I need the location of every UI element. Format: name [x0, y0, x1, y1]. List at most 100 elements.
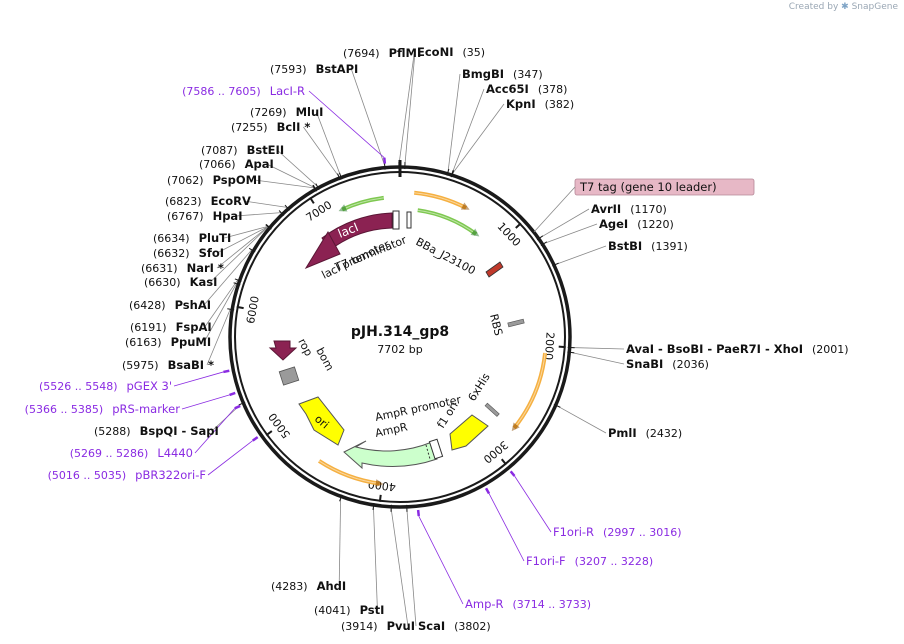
- site-avai[interactable]: AvaI - BsoBI - PaeR7I - XhoI(2001): [567, 342, 849, 356]
- site-ecorv[interactable]: (6823)EcoRV: [165, 194, 290, 211]
- primer-mark: [252, 436, 259, 442]
- primer-prsmarker[interactable]: (5366 .. 5385)pRS-marker: [25, 391, 236, 416]
- site-bsabi[interactable]: (5975)BsaBI *: [122, 308, 235, 372]
- site-label: BmgBI(347): [462, 67, 543, 81]
- site-leader: [224, 225, 269, 239]
- primer-label: Amp-R(3714 .. 3733): [465, 597, 591, 611]
- primer-pgex3[interactable]: (5526 .. 5548)pGEX 3': [39, 369, 230, 393]
- primer-mark: [484, 487, 491, 495]
- site-leader: [390, 508, 409, 627]
- site-sfoi[interactable]: (6632)SfoI: [153, 224, 272, 260]
- laci-arrowhead: [304, 231, 341, 270]
- site-label: (6823)EcoRV: [165, 194, 251, 208]
- site-label: AvrII(1170): [591, 202, 667, 216]
- ruler-tick-label: 3000: [481, 438, 511, 466]
- primer-l4440[interactable]: (5269 .. 5286)L4440: [70, 404, 241, 460]
- rop-label: rop: [295, 336, 315, 358]
- snapgene-credit: Created by ✱ SnapGene: [789, 2, 898, 12]
- primer-ampr[interactable]: Amp-R(3714 .. 3733): [416, 509, 591, 611]
- site-label: (4283)AhdI: [271, 579, 346, 593]
- site-bstapi[interactable]: (7593)BstAPI: [270, 62, 386, 170]
- ampr-promoter-feature[interactable]: [428, 438, 444, 460]
- orf-arc-top-right[interactable]: [413, 190, 468, 210]
- laci-promoter-feature[interactable]: [392, 210, 400, 230]
- site-bstbi[interactable]: BstBI(1391): [552, 239, 688, 267]
- site-agei[interactable]: AgeI(1220): [540, 217, 674, 246]
- site-snabi[interactable]: SnaBI(2036): [567, 351, 709, 371]
- site-label: (6632)SfoI: [153, 246, 224, 260]
- credit-prefix: Created by: [788, 2, 839, 12]
- orf-arc-inner-green[interactable]: [417, 208, 478, 236]
- ampr-feature[interactable]: [343, 440, 438, 470]
- site-acc65i[interactable]: Acc65I(378): [450, 82, 567, 178]
- site-label: (6634)PluTI: [153, 231, 231, 245]
- site-nari[interactable]: (6631)NarI *: [141, 224, 272, 275]
- site-kpni[interactable]: KpnI(382): [451, 97, 575, 178]
- site-tick: [337, 173, 341, 181]
- orf-arc-inner-green-arrow: [417, 209, 480, 237]
- primer-leader: [308, 90, 385, 158]
- ruler-tick: [309, 196, 315, 204]
- his-feature[interactable]: [484, 402, 500, 417]
- site-leader: [447, 73, 461, 172]
- site-leader: [404, 51, 416, 166]
- site-pflmi[interactable]: (7694)PflMI: [343, 46, 421, 170]
- site-ppumi[interactable]: (6163)PpuMI: [125, 282, 241, 349]
- site-kasi[interactable]: (6630)KasI: [144, 224, 272, 289]
- ori-feature[interactable]: [298, 396, 345, 446]
- site-mlui[interactable]: (7269)MluI: [250, 105, 343, 180]
- site-apai[interactable]: (7066)ApaI: [199, 157, 318, 192]
- primer-label: (5269 .. 5286)L4440: [70, 446, 193, 460]
- site-leader: [204, 279, 239, 328]
- site-pmli[interactable]: PmlI(2432): [553, 404, 682, 440]
- site-scai[interactable]: ScaI(3802): [406, 504, 491, 633]
- primer-pbr322orif[interactable]: (5016 .. 5035)pBR322ori-F: [48, 436, 259, 482]
- t7-tag-label: T7 tag (gene 10 leader): [579, 180, 717, 194]
- site-tick: [553, 404, 561, 408]
- site-leader: [544, 223, 598, 244]
- primer-leader: [207, 440, 254, 476]
- primer-label: F1ori-R(2997 .. 3016): [553, 525, 682, 539]
- primer-label: (5016 .. 5035)pBR322ori-F: [48, 468, 206, 482]
- site-tick: [451, 170, 455, 178]
- site-leader: [452, 103, 505, 174]
- orf-arc-top-right-arrow: [414, 192, 470, 210]
- t7-terminator-feature[interactable]: [406, 211, 412, 229]
- site-leader: [254, 179, 315, 189]
- site-leader: [540, 208, 590, 238]
- ruler-tick: [265, 430, 273, 437]
- site-pvui[interactable]: (3914)PvuI: [341, 504, 415, 633]
- primer-lacir[interactable]: (7586 .. 7605)LacI-R: [182, 84, 387, 164]
- orf-arc-right[interactable]: [512, 352, 548, 430]
- site-avrii[interactable]: AvrII(1170): [536, 202, 667, 241]
- site-psti[interactable]: (4041)PstI: [314, 502, 384, 617]
- site-fspai[interactable]: (6191)FspAI: [130, 278, 242, 334]
- site-pshai[interactable]: (6428)PshAI: [129, 247, 256, 312]
- site-bcli[interactable]: (7255)BclI *: [231, 120, 341, 181]
- site-label: (7593)BstAPI: [270, 62, 358, 76]
- restriction-sites: EcoNI(35)BmgBI(347)Acc65I(378)KpnI(382) A…: [94, 45, 849, 633]
- site-label: (7087)BstEII: [201, 143, 284, 157]
- site-tick: [450, 170, 454, 178]
- primer-mark: [416, 509, 421, 517]
- rop-feature[interactable]: [268, 340, 298, 361]
- primer-leader: [488, 493, 525, 562]
- site-label: (6631)NarI *: [141, 261, 224, 275]
- site-bmgbi[interactable]: BmgBI(347): [446, 67, 543, 176]
- ruler-tick: [378, 494, 382, 502]
- bba-feature[interactable]: [485, 261, 504, 278]
- site-pspomi[interactable]: (7062)PspOMI: [167, 173, 317, 192]
- site-pluti[interactable]: (6634)PluTI: [153, 223, 272, 245]
- site-econi[interactable]: EcoNI(35): [404, 45, 485, 170]
- primer-mark: [509, 470, 516, 477]
- primer-f1orir[interactable]: F1ori-R(2997 .. 3016): [509, 470, 682, 539]
- site-hpai[interactable]: (6767)HpaI: [167, 209, 285, 223]
- site-bspqi[interactable]: (5288)BspQI - SapI: [94, 401, 246, 438]
- bom-feature[interactable]: [278, 366, 300, 386]
- site-bsteii[interactable]: (7087)BstEII: [201, 143, 320, 190]
- orf-arc-left-green[interactable]: [341, 195, 385, 212]
- site-ahdi[interactable]: (4283)AhdI: [271, 494, 346, 593]
- rbs-feature[interactable]: [507, 318, 525, 328]
- primer-f1orif[interactable]: F1ori-F(3207 .. 3228): [484, 487, 653, 568]
- f1-ori-feature[interactable]: [449, 414, 489, 451]
